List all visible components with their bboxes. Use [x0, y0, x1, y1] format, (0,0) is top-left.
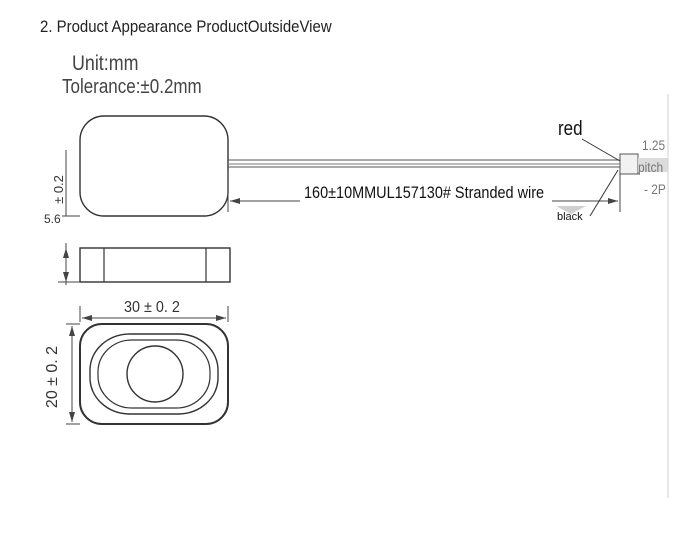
section-heading: 2. Product Appearance ProductOutsideView: [40, 17, 332, 36]
black-wire-label: black: [557, 211, 583, 223]
width-dimension-label: 30 ± 0. 2: [124, 299, 180, 316]
height-dimension: [66, 323, 80, 425]
red-leader-line: [581, 138, 621, 162]
speaker-side-view: [58, 247, 231, 283]
wire-length-dimension: [227, 170, 621, 212]
wire-label: 160±10MMUL157130# Stranded wire: [304, 183, 545, 202]
height-dimension-label: 20 ± 0. 2: [44, 345, 62, 409]
connector-note-line-3: - 2P: [644, 181, 666, 197]
width-dimension: [79, 306, 229, 322]
speaker-bottom-view: [79, 323, 229, 425]
wire-bundle: [228, 159, 622, 168]
side-height-value: 5.6: [44, 212, 61, 226]
speaker-top-body: [79, 115, 229, 217]
red-wire-label: red: [558, 118, 583, 140]
black-leader-line: [589, 169, 619, 217]
connector-note-line-2: pitch: [638, 159, 664, 175]
side-height-tolerance: ± 0.2: [50, 175, 66, 204]
tolerance-text: Tolerance:±0.2mm: [62, 76, 202, 98]
connector-note-line-1: 1.25: [642, 137, 666, 153]
connector-shadow: [638, 158, 668, 172]
connector: [619, 153, 639, 175]
unit-text: Unit:mm: [72, 52, 139, 75]
side-height-dimension: [62, 150, 80, 285]
black-marker: [556, 206, 586, 214]
